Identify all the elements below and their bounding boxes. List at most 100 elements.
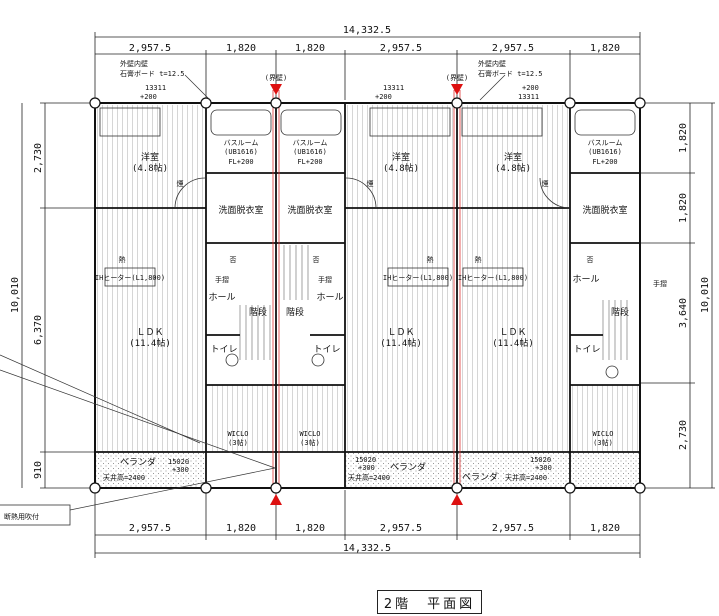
ldk-3-size: (11.4帖) bbox=[492, 337, 534, 349]
wicl-2: WICLO bbox=[299, 430, 320, 438]
dim-left-total: 10,010 bbox=[10, 277, 21, 313]
right-dimensions bbox=[640, 102, 715, 489]
wall-note-right-1: 外壁内壁 bbox=[478, 59, 506, 68]
kemuri-3: 煙 bbox=[542, 179, 549, 188]
wicl-2-size: (3帖) bbox=[300, 438, 320, 447]
toilet-1: トイレ bbox=[210, 345, 237, 355]
ldk-1-size: (11.4帖) bbox=[129, 337, 171, 349]
hall-2: ホール bbox=[316, 292, 343, 303]
bath-3: バスルーム bbox=[588, 139, 623, 147]
bath-1-model: (UB1616) bbox=[224, 148, 258, 156]
toilet-3: トイレ bbox=[573, 345, 600, 355]
bottom-dimensions bbox=[94, 490, 641, 558]
tesuri-2: 手摺 bbox=[318, 275, 332, 284]
level-1-offset: +200 bbox=[140, 93, 157, 101]
kemuri-1: 煙 bbox=[177, 179, 184, 188]
side-note: 断熱用吹付 bbox=[4, 512, 39, 521]
dim-total-bottom: 14,332.5 bbox=[343, 543, 391, 554]
toilet-2: トイレ bbox=[313, 345, 340, 355]
veranda-3-offset: +300 bbox=[535, 464, 552, 472]
netsu-2: 熱 bbox=[427, 255, 434, 264]
netsu-1: 熱 bbox=[119, 255, 126, 264]
tesuri-1: 手摺 bbox=[215, 275, 229, 284]
dim-top-4: 2,957.5 bbox=[380, 43, 422, 54]
ldk-1: ＬＤＫ bbox=[136, 328, 163, 338]
room-youshitsu-1-size: (4.8帖) bbox=[132, 162, 168, 174]
stairs-1: 階段 bbox=[249, 306, 267, 318]
wicl-1: WICLO bbox=[227, 430, 248, 438]
dim-bottom-6: 1,820 bbox=[590, 523, 620, 534]
veranda-2-offset: +300 bbox=[358, 464, 375, 472]
dim-top-5: 2,957.5 bbox=[492, 43, 534, 54]
dim-bottom-1: 2,957.5 bbox=[129, 523, 171, 534]
wicl-1-size: (3帖) bbox=[228, 438, 248, 447]
boundary-label-2: (界壁) bbox=[446, 73, 468, 82]
room-youshitsu-2-size: (4.8帖) bbox=[383, 162, 419, 174]
bath-3-fl: FL+200 bbox=[592, 158, 617, 166]
ih-1: IHヒーター(L1,800) bbox=[95, 273, 165, 282]
room-youshitsu-2: 洋室 bbox=[392, 151, 410, 163]
room-youshitsu-3-size: (4.8帖) bbox=[495, 162, 531, 174]
dim-top-6: 1,820 bbox=[590, 43, 620, 54]
bath-2: バスルーム bbox=[293, 139, 328, 147]
veranda-3: ベランダ bbox=[462, 471, 498, 483]
dim-left-bottom: 910 bbox=[33, 461, 44, 479]
veranda-1: ベランダ bbox=[120, 456, 156, 468]
left-dimensions bbox=[21, 102, 95, 489]
dim-left-top: 2,730 bbox=[33, 143, 44, 173]
veranda-1-level: 15020 bbox=[168, 458, 189, 466]
dim-top-3: 1,820 bbox=[295, 43, 325, 54]
hall-1: ホール bbox=[208, 292, 235, 303]
dim-left-mid: 6,370 bbox=[33, 315, 44, 345]
dim-bottom-4: 2,957.5 bbox=[380, 523, 422, 534]
level-3: 13311 bbox=[518, 93, 539, 101]
dim-bottom-3: 1,820 bbox=[295, 523, 325, 534]
dim-right-1: 1,820 bbox=[678, 123, 689, 153]
wall-note-left-2: 石膏ボード t=12.5 bbox=[120, 69, 185, 78]
hall-3: ホール bbox=[572, 274, 599, 285]
dim-bottom-2: 1,820 bbox=[226, 523, 256, 534]
bath-3-model: (UB1616) bbox=[588, 148, 622, 156]
stairs-2: 階段 bbox=[286, 306, 304, 318]
tesuri-3: 手摺 bbox=[653, 279, 667, 288]
wall-note-left-1: 外壁内壁 bbox=[120, 59, 148, 68]
dim-total-top: 14,332.5 bbox=[343, 25, 391, 36]
wall-note-right-2: 石膏ボード t=12.5 bbox=[478, 69, 543, 78]
level-2: 13311 bbox=[383, 84, 404, 92]
smoke-2: 否 bbox=[313, 256, 320, 264]
ldk-3: ＬＤＫ bbox=[499, 328, 526, 338]
stairs-3: 階段 bbox=[611, 306, 629, 318]
wicl-3-size: (3帖) bbox=[593, 438, 613, 447]
senmen-3: 洗面脱衣室 bbox=[582, 204, 627, 216]
kemuri-2: 煙 bbox=[367, 179, 374, 188]
veranda-1-ceiling: 天井高=2400 bbox=[103, 473, 145, 482]
senmen-1: 洗面脱衣室 bbox=[218, 204, 263, 216]
dim-right-3: 3,640 bbox=[678, 298, 689, 328]
bath-1-fl: FL+200 bbox=[228, 158, 253, 166]
bath-2-fl: FL+200 bbox=[297, 158, 322, 166]
level-2-offset: +200 bbox=[375, 93, 392, 101]
bath-2-model: (UB1616) bbox=[293, 148, 327, 156]
level-1: 13311 bbox=[145, 84, 166, 92]
drawing-title: 2階 平面図 bbox=[377, 590, 482, 614]
veranda-1-offset: +300 bbox=[172, 466, 189, 474]
room-youshitsu-1: 洋室 bbox=[141, 151, 159, 163]
dim-top-1: 2,957.5 bbox=[129, 43, 171, 54]
netsu-3: 熱 bbox=[475, 255, 482, 264]
dim-right-total: 10,010 bbox=[700, 277, 711, 313]
building-walls bbox=[0, 74, 646, 526]
boundary-label-1: (界壁) bbox=[265, 73, 287, 82]
ldk-2: ＬＤＫ bbox=[387, 328, 414, 338]
top-dimensions bbox=[94, 32, 641, 100]
veranda-2: ベランダ bbox=[390, 461, 426, 473]
dim-top-2: 1,820 bbox=[226, 43, 256, 54]
dim-bottom-5: 2,957.5 bbox=[492, 523, 534, 534]
dim-right-4: 2,730 bbox=[678, 420, 689, 450]
veranda-2-level: 15020 bbox=[355, 456, 376, 464]
smoke-3: 否 bbox=[587, 256, 594, 264]
dim-right-2: 1,820 bbox=[678, 193, 689, 223]
room-youshitsu-3: 洋室 bbox=[504, 151, 522, 163]
ih-2: IHヒーター(L1,800) bbox=[383, 273, 453, 282]
veranda-3-level: 15020 bbox=[530, 456, 551, 464]
